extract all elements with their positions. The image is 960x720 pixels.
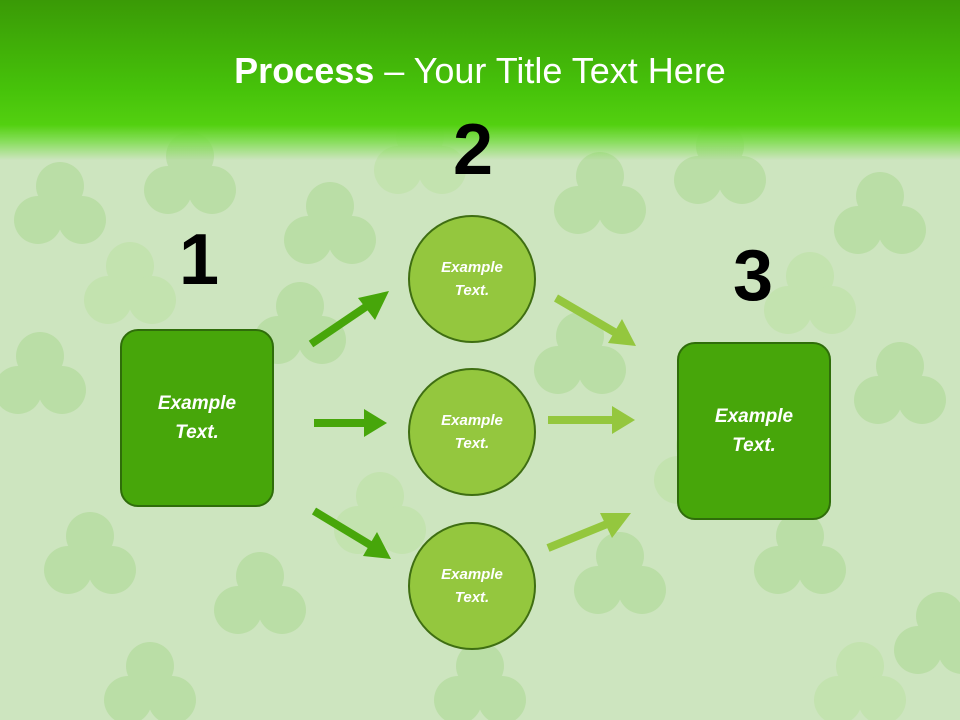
step-number-3: 3 — [732, 236, 774, 316]
arrow-left-down — [311, 507, 391, 559]
circle-top-label: Example Text. — [441, 259, 503, 299]
left-box-label: Example Text. — [157, 393, 237, 443]
circle-top[interactable]: Example Text. — [408, 215, 536, 343]
title-rest: – Your Title Text Here — [374, 50, 726, 91]
arrow-right-middle — [548, 406, 635, 434]
right-process-box[interactable]: Example Text. — [677, 342, 831, 520]
circle-bottom-label: Example Text. — [441, 566, 503, 606]
left-process-box[interactable]: Example Text. — [120, 329, 274, 507]
header-band — [0, 0, 960, 160]
arrow-right-down — [553, 294, 636, 346]
slide-title: Process – Your Title Text Here — [0, 50, 960, 92]
step-number-1: 1 — [178, 220, 220, 300]
arrow-left-up — [308, 291, 389, 348]
step-number-2: 2 — [452, 110, 494, 190]
arrow-right-up — [546, 513, 631, 552]
circle-middle[interactable]: Example Text. — [408, 368, 536, 496]
circle-middle-label: Example Text. — [441, 412, 503, 452]
circle-bottom[interactable]: Example Text. — [408, 522, 536, 650]
right-box-label: Example Text. — [714, 406, 794, 456]
title-bold: Process — [234, 50, 375, 91]
arrow-left-middle — [314, 409, 387, 437]
